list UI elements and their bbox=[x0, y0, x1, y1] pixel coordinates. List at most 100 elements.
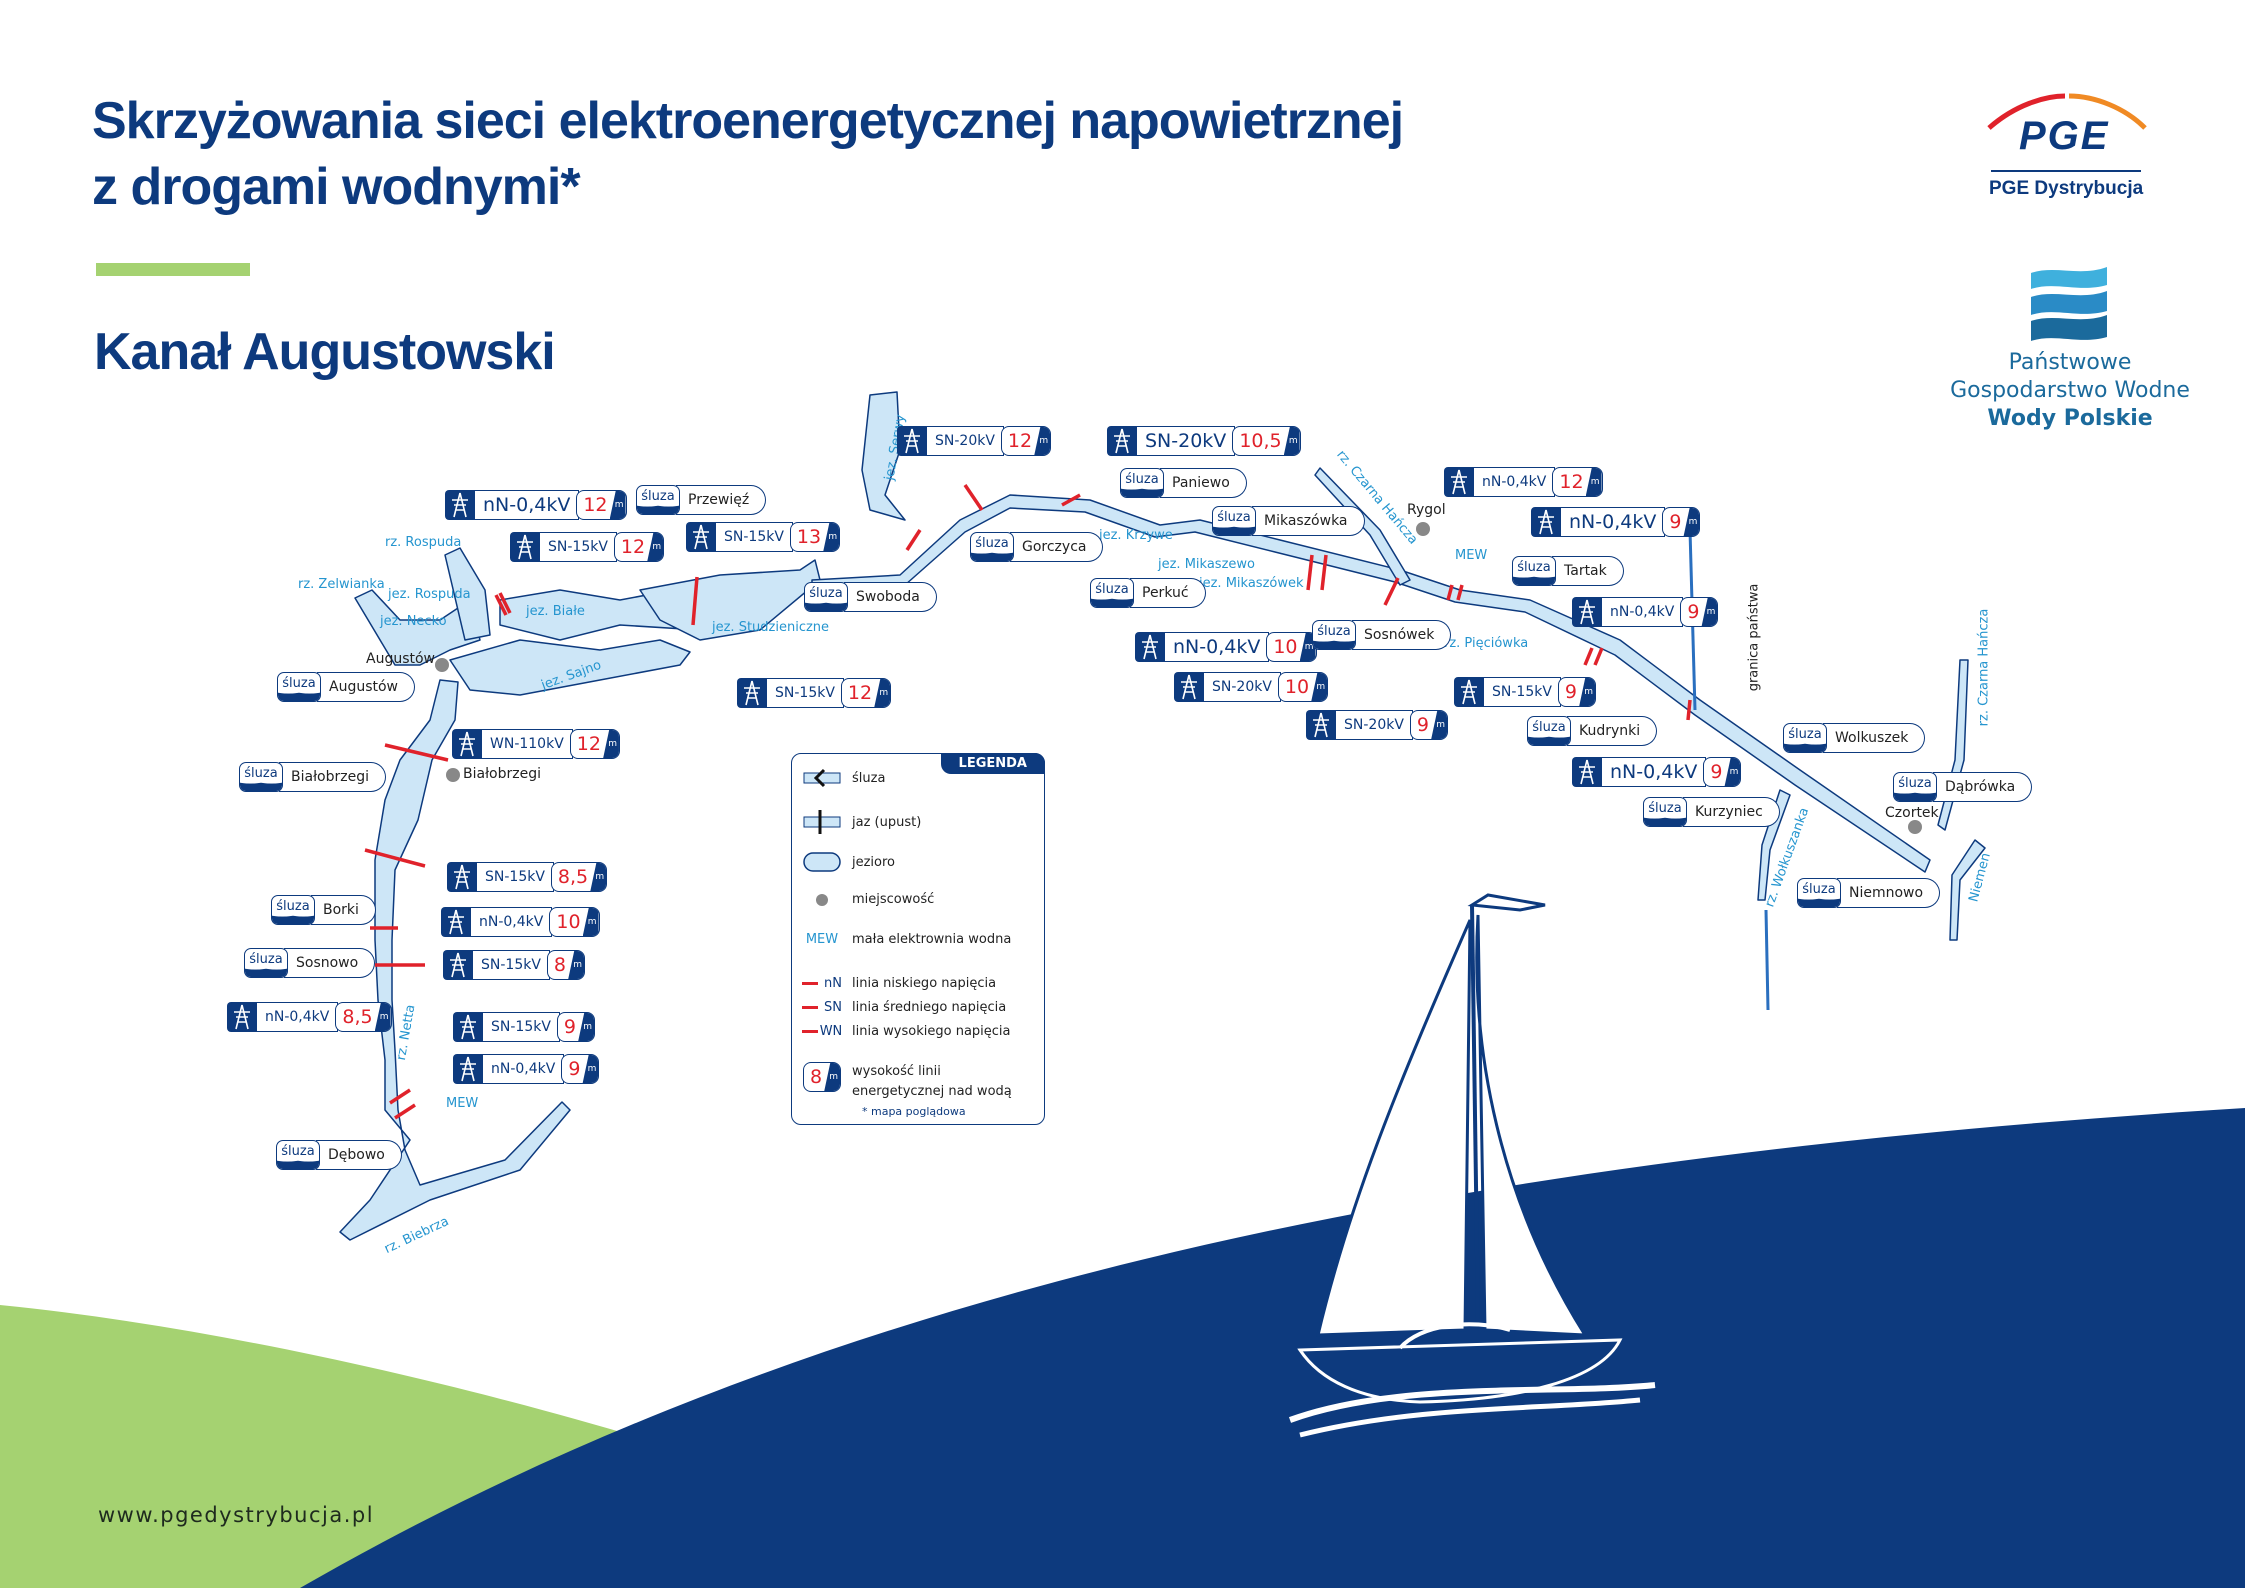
sailboat-icon bbox=[1288, 893, 1656, 1438]
line-voltage: SN-15kV bbox=[540, 532, 617, 562]
town-label: Czortek bbox=[1885, 805, 1939, 821]
pylon-icon bbox=[1531, 507, 1561, 537]
lock-key-icon: śluza bbox=[1893, 772, 1937, 802]
lake-sajno bbox=[449, 639, 691, 696]
lock-name: Niemnowo bbox=[1837, 878, 1941, 908]
lock-key-icon: śluza bbox=[1212, 506, 1256, 536]
line-voltage: SN-15kV bbox=[716, 522, 793, 552]
line-voltage: SN-15kV bbox=[483, 1012, 560, 1042]
water-label: jez. Mikaszówek bbox=[1199, 576, 1304, 591]
lake-serwy bbox=[861, 391, 906, 521]
pylon-icon bbox=[1444, 467, 1474, 497]
accent-bar bbox=[96, 263, 250, 276]
lock-name: Borki bbox=[311, 895, 376, 925]
pge-name: PGE Dystrybucja bbox=[1989, 178, 2144, 199]
line-voltage: nN-0,4kV bbox=[1561, 507, 1666, 537]
lock-name: Swoboda bbox=[844, 582, 937, 612]
water-label: rz. Pięciówka bbox=[1444, 636, 1529, 651]
mew-label: MEW bbox=[446, 1096, 479, 1111]
lock-key-icon: śluza bbox=[1090, 578, 1134, 608]
water-label: jez. Krzywe bbox=[1099, 528, 1173, 543]
legend-note: * mapa poglądowa bbox=[862, 1105, 966, 1118]
lock-key-icon: śluza bbox=[1312, 620, 1356, 650]
lock-key-icon: śluza bbox=[636, 485, 680, 515]
line-voltage: nN-0,4kV bbox=[1602, 597, 1684, 627]
lock-key-icon: śluza bbox=[277, 672, 321, 702]
pylon-icon bbox=[686, 522, 716, 552]
water-label: jez. Studzieniczne bbox=[712, 620, 830, 635]
lake-rospuda bbox=[444, 547, 491, 641]
pylon-icon bbox=[441, 907, 471, 937]
lock-key-icon: śluza bbox=[244, 948, 288, 978]
line-voltage: SN-15kV bbox=[767, 678, 844, 708]
pge-divider bbox=[1991, 170, 2141, 172]
lock-name: Tartak bbox=[1552, 556, 1624, 586]
pylon-icon bbox=[1174, 672, 1204, 702]
water-label: jez. Białe bbox=[526, 604, 585, 619]
line-voltage: nN-0,4kV bbox=[475, 490, 580, 520]
lock-key-icon: śluza bbox=[1120, 468, 1164, 498]
lock-name: Perkuć bbox=[1130, 578, 1206, 608]
lock-key-icon: śluza bbox=[239, 762, 283, 792]
line-voltage: SN-20kV bbox=[1336, 710, 1413, 740]
legend-title: LEGENDA bbox=[940, 753, 1045, 774]
lock-icon bbox=[803, 768, 841, 788]
lock-key-icon: śluza bbox=[804, 582, 848, 612]
page-title: Skrzyżowania sieci elektroenergetycznej … bbox=[92, 88, 1404, 220]
legend-item-lock: śluza bbox=[792, 768, 885, 788]
border-label: granica państwa bbox=[1746, 583, 1762, 692]
lock-key-icon: śluza bbox=[1783, 723, 1827, 753]
website-url[interactable]: www.pgedystrybucja.pl bbox=[98, 1503, 375, 1527]
lock-key-icon: śluza bbox=[1527, 716, 1571, 746]
navy-wave bbox=[300, 1108, 2245, 1588]
line-voltage: SN-20kV bbox=[1204, 672, 1281, 702]
lock-key-icon: śluza bbox=[271, 895, 315, 925]
legend-item-town: miejscowość bbox=[792, 892, 934, 907]
lake-icon bbox=[803, 852, 841, 872]
lock-name: Sosnowo bbox=[284, 948, 376, 978]
town-label: Rygol bbox=[1407, 502, 1446, 518]
pylon-icon bbox=[897, 426, 927, 456]
line-voltage: nN-0,4kV bbox=[1165, 632, 1270, 662]
lock-key-icon: śluza bbox=[276, 1140, 320, 1170]
lock-name: Dębowo bbox=[316, 1140, 402, 1170]
mew-label: MEW bbox=[1455, 548, 1488, 563]
legend-item-weir: jaz (upust) bbox=[792, 810, 921, 834]
legend-item-wn: WN linia wysokiego napięcia bbox=[792, 1024, 1011, 1039]
water-label: jez. Mikaszewo bbox=[1158, 557, 1255, 572]
title-line-2: z drogami wodnymi* bbox=[92, 158, 581, 216]
pylon-icon bbox=[1572, 757, 1602, 787]
line-voltage: SN-15kV bbox=[477, 862, 554, 892]
town-label: Białobrzegi bbox=[463, 766, 541, 782]
line-voltage: nN-0,4kV bbox=[483, 1054, 565, 1084]
lock-name: Przewięź bbox=[676, 485, 767, 515]
